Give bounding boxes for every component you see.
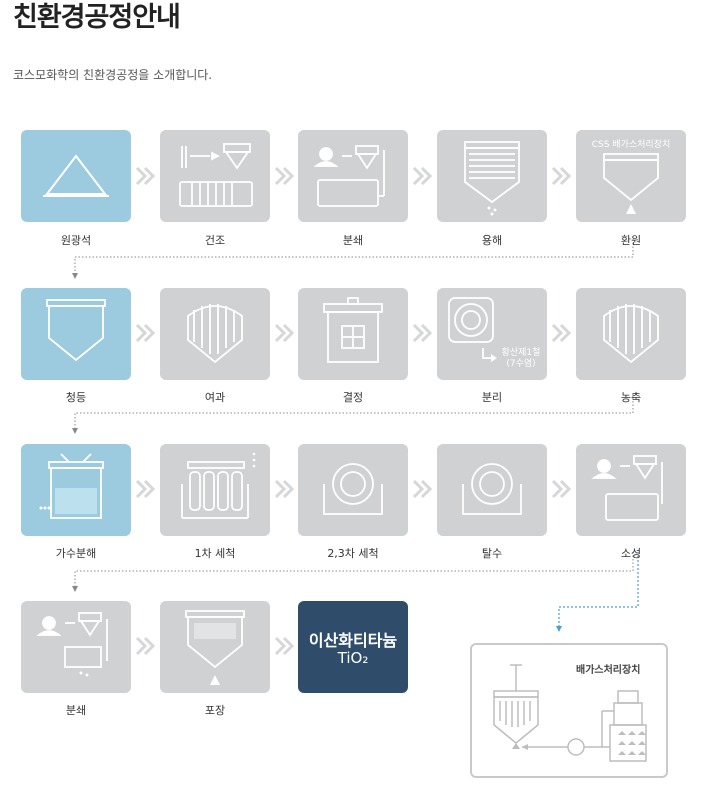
step-dissolving xyxy=(437,130,547,222)
step-secondary-washing xyxy=(298,444,408,536)
step-label: 결정 xyxy=(342,391,364,404)
dryer-icon xyxy=(179,143,253,207)
step-final-grinding xyxy=(21,601,131,693)
step-reduction: CSS 배가스처리장치 xyxy=(576,130,686,222)
step-label: 건조 xyxy=(204,234,226,247)
step-label: 1차 세척 xyxy=(194,547,236,560)
step-hydrolysis xyxy=(21,444,131,536)
product-formula: TiO₂ xyxy=(337,649,369,667)
exhaust-gas-treatment-panel: 배가스처리장치 xyxy=(470,643,668,778)
step-label: 용해 xyxy=(481,234,503,247)
final-product-tio2: 이산화티타늄 TiO₂ xyxy=(298,601,408,693)
step-label: 탈수 xyxy=(481,547,503,560)
step-label: 2,3차 세척 xyxy=(327,547,379,560)
step-crystallization xyxy=(298,288,408,380)
step-packaging xyxy=(160,601,270,693)
reducer-icon xyxy=(603,153,659,214)
step-label: 여과 xyxy=(204,391,226,404)
step-label: 분리 xyxy=(481,391,503,404)
dissolver-icon xyxy=(464,141,520,216)
grinder-icon xyxy=(313,145,385,207)
exhaust-label: 배가스처리장치 xyxy=(576,665,641,676)
step-label: 원광석 xyxy=(60,234,92,247)
byproduct-note: 황산제1철 (7수염) xyxy=(501,348,541,369)
page-title: 친환경공정안내 xyxy=(13,2,181,33)
packaging-silo-icon xyxy=(185,610,245,685)
centrifuge-icon xyxy=(448,297,497,362)
step-raw-ore xyxy=(21,130,131,222)
grinder-icon xyxy=(36,612,108,677)
product-name: 이산화티타늄 xyxy=(308,631,398,650)
step-label: 소성 xyxy=(620,547,642,560)
step-grinding xyxy=(298,130,408,222)
crystallizer-icon xyxy=(323,297,383,363)
step-dewatering xyxy=(437,444,547,536)
step-filtration xyxy=(160,288,270,380)
step-label: 환원 xyxy=(620,234,642,247)
step-calcination xyxy=(576,444,686,536)
page-subtitle: 코스모화학의 친환경공정을 소개합니다. xyxy=(13,68,213,82)
dewatering-icon xyxy=(462,463,522,515)
hydrolysis-tank-icon xyxy=(39,453,104,519)
rotary-filter-icon xyxy=(323,463,383,515)
kiln-icon xyxy=(591,455,663,521)
washer-icon xyxy=(181,452,256,519)
ore-icon xyxy=(43,154,109,197)
step-label: 청등 xyxy=(65,391,87,404)
step-concentration xyxy=(576,288,686,380)
step-primary-washing xyxy=(160,444,270,536)
scrubber-system-icon xyxy=(493,664,647,762)
step-clarification xyxy=(21,288,131,380)
concentrator-icon xyxy=(603,304,659,364)
filter-icon xyxy=(187,304,243,364)
clarifier-icon xyxy=(46,299,106,362)
step-label: 가수분해 xyxy=(55,547,97,560)
step-label: 포장 xyxy=(204,704,226,717)
step-drying xyxy=(160,130,270,222)
equipment-note: CSS 배가스처리장치 xyxy=(591,140,671,150)
step-label: 분쇄 xyxy=(65,704,87,717)
step-label: 분쇄 xyxy=(342,234,364,247)
step-label: 농축 xyxy=(620,391,642,404)
step-separation: 황산제1철 (7수염) xyxy=(437,288,547,380)
